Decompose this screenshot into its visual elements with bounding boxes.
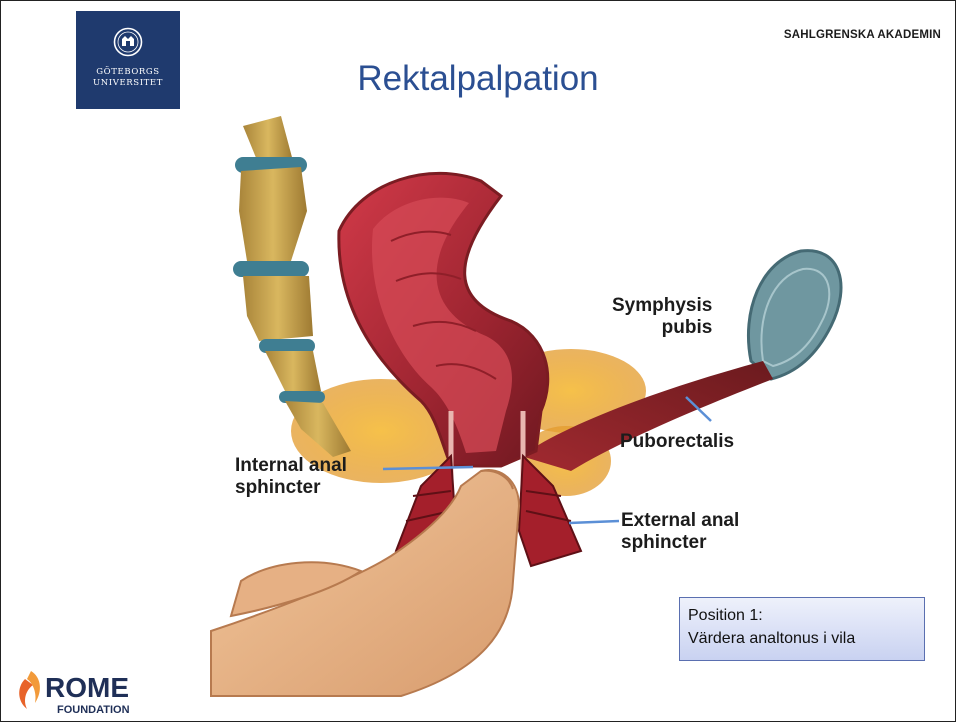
label-symphysis-line1: Symphysis [612,295,712,317]
label-external-anal-sphincter: External anal sphincter [621,510,739,554]
foundation-wordmark: FOUNDATION [57,704,130,716]
infobox-line1: Position 1: [688,604,916,627]
rome-foundation-logo: ROME FOUNDATION [11,661,171,721]
label-internal-line1: Internal anal [235,455,347,477]
label-symphysis-pubis: Symphysis pubis [612,295,712,339]
rome-wordmark: ROME [45,672,129,703]
slide-title: Rektalpalpation [1,59,955,99]
label-symphysis-line2: pubis [612,317,712,339]
rome-flame-icon [19,679,33,709]
label-external-line2: sphincter [621,532,739,554]
infobox-line2: Värdera analtonus i vila [688,627,916,650]
label-external-line1: External anal [621,510,739,532]
label-puborectalis: Puborectalis [620,431,734,453]
university-seal-icon [113,27,143,57]
label-internal-line2: sphincter [235,477,347,499]
symphysis-pubis-shape [748,251,841,379]
position-infobox: Position 1: Värdera analtonus i vila [679,597,925,661]
label-internal-anal-sphincter: Internal anal sphincter [235,455,347,499]
academy-name: SAHLGRENSKA AKADEMIN [784,29,941,41]
examining-hand [211,470,519,696]
